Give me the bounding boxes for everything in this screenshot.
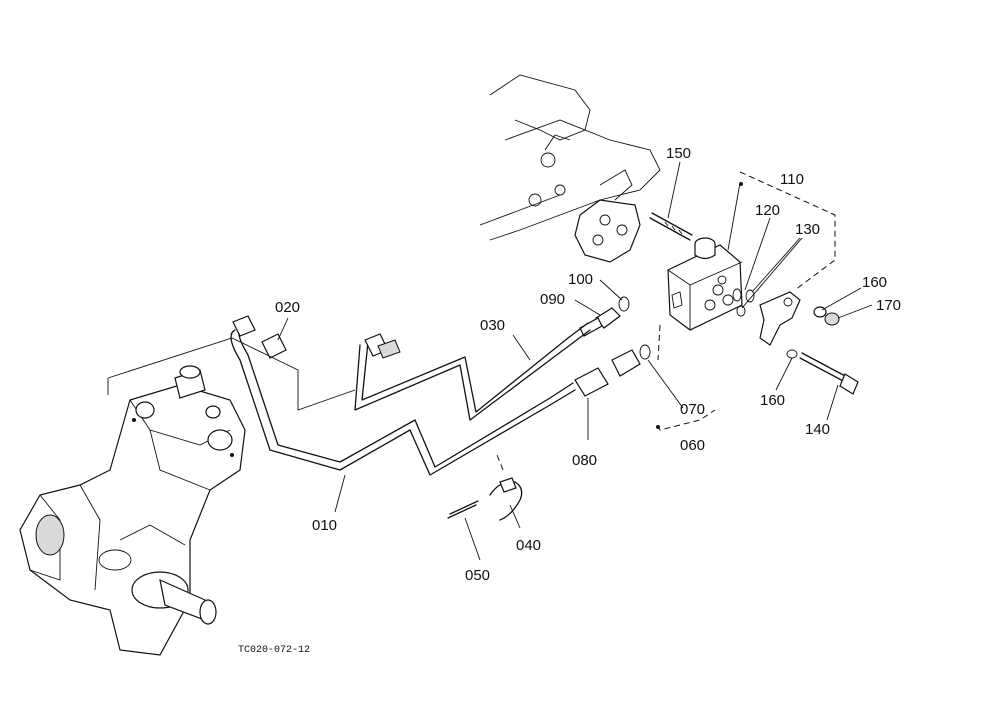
label-090: 090 <box>540 291 565 308</box>
label-100: 100 <box>568 271 593 288</box>
pin-050 <box>447 500 479 519</box>
label-010: 010 <box>312 517 337 534</box>
label-020: 020 <box>275 299 300 316</box>
fitting-020 <box>232 315 401 359</box>
hydraulic-line-030 <box>354 322 591 421</box>
drawing-code: TC020-072-12 <box>238 645 310 656</box>
fitting-060-070-080 <box>574 324 716 431</box>
chassis-frame <box>479 74 661 241</box>
bolt-150 <box>649 212 693 241</box>
label-150: 150 <box>666 145 691 162</box>
clamp-040 <box>489 454 523 521</box>
label-070: 070 <box>680 401 705 418</box>
assembly-110-outline <box>739 171 836 291</box>
label-130: 130 <box>795 221 820 238</box>
label-140: 140 <box>805 421 830 438</box>
mounting-plate-outline <box>107 337 356 411</box>
label-040: 040 <box>516 537 541 554</box>
steering-gearbox <box>19 365 246 656</box>
label-120: 120 <box>755 202 780 219</box>
label-050: 050 <box>465 567 490 584</box>
label-060: 060 <box>680 437 705 454</box>
label-030: 030 <box>480 317 505 334</box>
nut-170 <box>813 306 840 326</box>
fitting-090-100 <box>579 296 630 337</box>
o-rings-120-130 <box>732 288 755 317</box>
valve-bracket <box>574 169 641 263</box>
label-080: 080 <box>572 452 597 469</box>
valve-block <box>667 237 743 331</box>
leader-lines <box>277 161 873 561</box>
label-160-upper: 160 <box>862 274 887 291</box>
label-160-lower: 160 <box>760 392 785 409</box>
label-170: 170 <box>876 297 901 314</box>
bolt-140 <box>786 349 859 395</box>
label-110: 110 <box>780 171 804 188</box>
lever-bracket <box>759 291 801 346</box>
